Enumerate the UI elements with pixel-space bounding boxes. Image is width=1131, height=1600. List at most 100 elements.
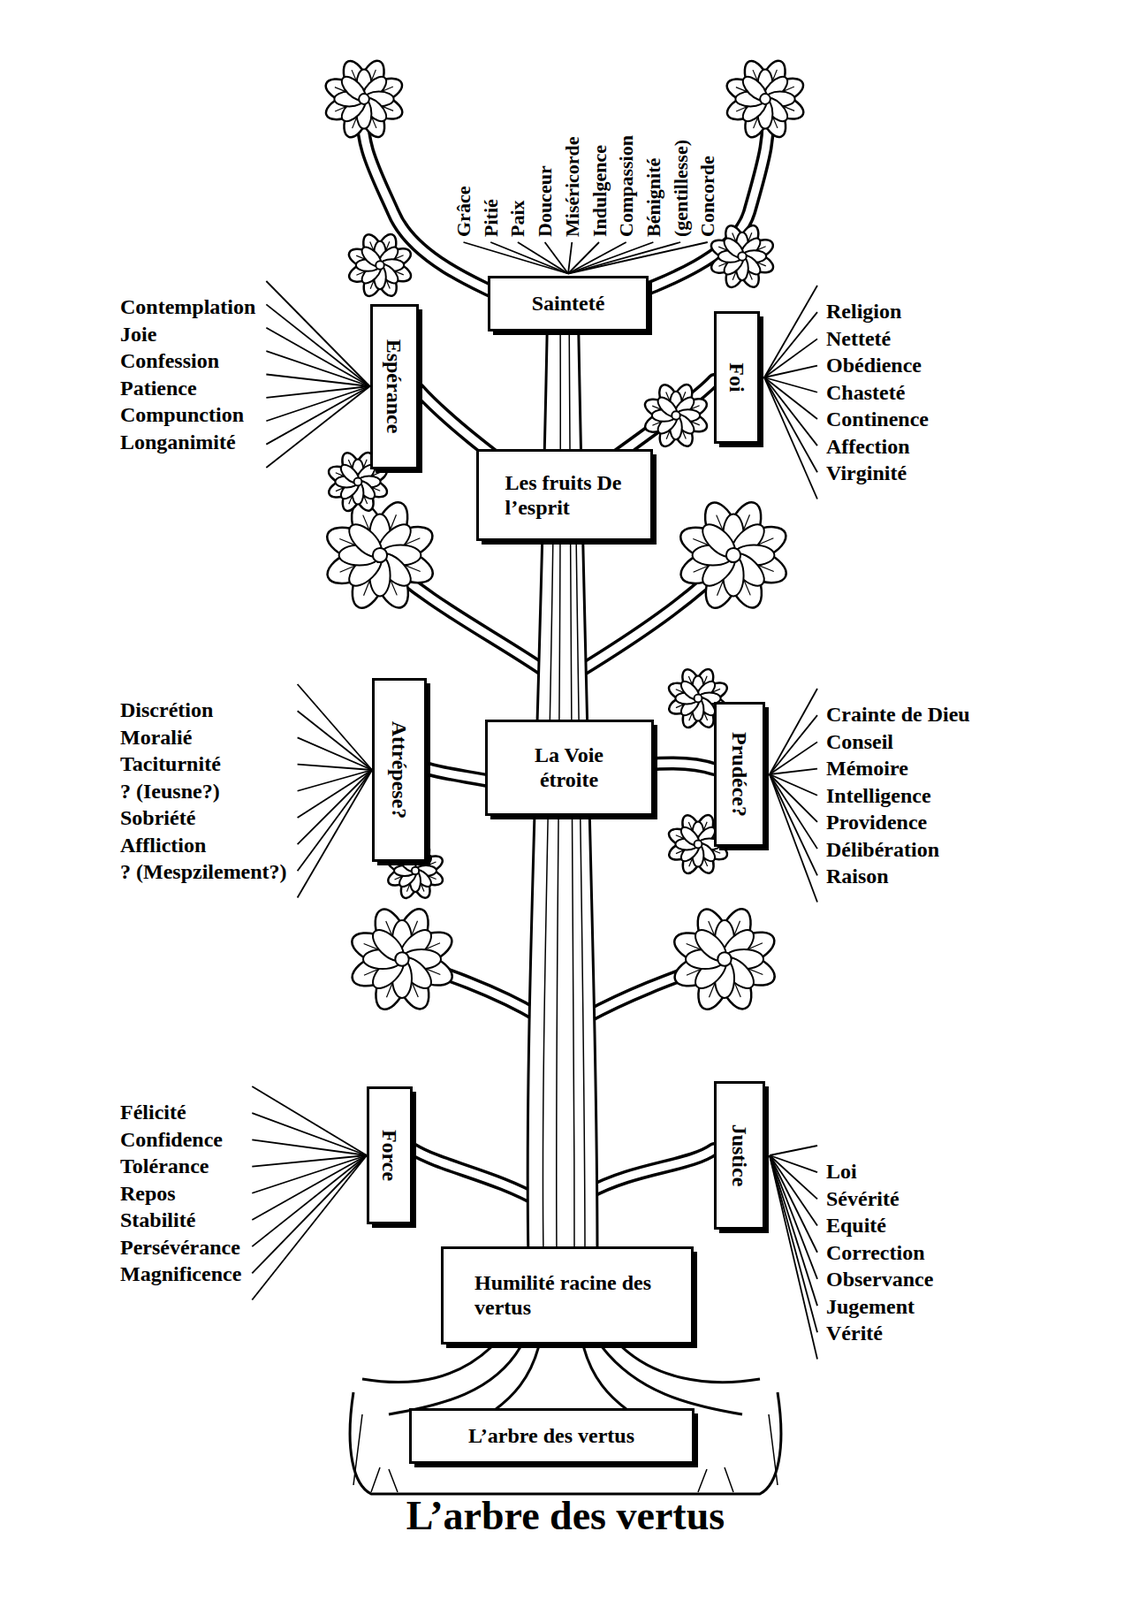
label-text: Correction bbox=[826, 1238, 926, 1266]
label-text: Repos bbox=[120, 1179, 176, 1207]
ray bbox=[764, 377, 818, 500]
label-text: (gentillesse) bbox=[669, 139, 692, 237]
label-text: Obédience bbox=[826, 351, 922, 379]
box-label: L’arbre des vertus bbox=[468, 1422, 635, 1448]
banner-box: Sainteté bbox=[487, 275, 649, 332]
label-text: Virginité bbox=[826, 459, 907, 486]
fruit-word: Pitié bbox=[479, 198, 502, 237]
ray bbox=[265, 386, 370, 445]
banner-box: Attrépese? bbox=[371, 677, 427, 862]
label-text: Patience bbox=[120, 374, 198, 402]
label-text: Confidence bbox=[120, 1125, 223, 1153]
ray bbox=[769, 688, 818, 775]
flower bbox=[322, 57, 406, 141]
label-text: Jugement bbox=[826, 1292, 915, 1320]
ray bbox=[251, 1112, 367, 1155]
label-text: Equité bbox=[826, 1211, 887, 1238]
ray bbox=[251, 1154, 367, 1220]
banner-box: Humilité racine des vertus bbox=[440, 1245, 694, 1344]
flower-heart bbox=[737, 251, 747, 261]
virtue-name: Crainte de Dieu bbox=[826, 700, 971, 728]
ray bbox=[265, 303, 370, 387]
label-text: Compunction bbox=[120, 401, 244, 428]
label-text: Magnificence bbox=[120, 1260, 242, 1287]
ray bbox=[764, 365, 818, 378]
virtue-name: Repos bbox=[120, 1179, 176, 1207]
virtue-name: Contemplation bbox=[120, 293, 256, 320]
fruit-word: Paix bbox=[506, 199, 529, 237]
banner-box: La Voie étroite bbox=[485, 719, 654, 816]
label-text: Paix bbox=[506, 199, 529, 237]
box-label: Les fruits De l’esprit bbox=[505, 470, 625, 520]
label-text: Indulgence bbox=[588, 144, 611, 237]
flower-heart bbox=[717, 951, 731, 965]
virtue-name: Sévérité bbox=[826, 1184, 900, 1212]
ray bbox=[769, 774, 818, 903]
label-text: Observance bbox=[826, 1265, 934, 1292]
flower bbox=[346, 231, 414, 299]
label-text: Stabilité bbox=[120, 1206, 196, 1233]
flower-heart bbox=[375, 260, 385, 270]
virtue-name: Raison bbox=[826, 862, 889, 889]
virtue-name: Confidence bbox=[120, 1125, 223, 1153]
petal bbox=[690, 924, 732, 966]
label-text: Pitié bbox=[479, 198, 502, 237]
flower-heart bbox=[671, 410, 681, 420]
ray bbox=[463, 242, 570, 274]
virtue-name: Providence bbox=[826, 808, 927, 835]
label-text: Affliction bbox=[120, 831, 206, 858]
ray bbox=[297, 769, 372, 871]
label-text: Longanimité bbox=[120, 428, 236, 456]
ray bbox=[568, 242, 627, 274]
label-text: Intelligence bbox=[826, 781, 932, 809]
fruit-word: Bénignité bbox=[642, 158, 665, 237]
flower-heart bbox=[694, 840, 703, 849]
flower-heart bbox=[358, 93, 370, 105]
virtue-name: Vérité bbox=[826, 1319, 883, 1346]
ray bbox=[764, 311, 818, 378]
ray bbox=[769, 1154, 818, 1332]
label-text: Religion bbox=[826, 297, 902, 325]
virtue-name: Stabilité bbox=[120, 1206, 196, 1233]
vertical-label: Espérance bbox=[381, 339, 407, 434]
ray bbox=[769, 1145, 818, 1155]
ray bbox=[251, 1154, 367, 1246]
virtue-name: Taciturnité bbox=[120, 750, 221, 777]
flower bbox=[675, 497, 791, 613]
banner-box: Les fruits De l’esprit bbox=[476, 448, 653, 541]
flower-heart bbox=[394, 951, 409, 965]
flower bbox=[723, 57, 807, 141]
virtue-name: Délibération bbox=[826, 835, 940, 863]
flower bbox=[708, 222, 776, 290]
petal bbox=[343, 518, 388, 562]
label-text: Providence bbox=[826, 808, 927, 835]
virtue-name: Affection bbox=[826, 432, 911, 460]
virtue-name: Obédience bbox=[826, 351, 922, 379]
ray bbox=[568, 242, 681, 274]
flower-heart bbox=[759, 93, 771, 105]
vertical-label: Prudéce? bbox=[727, 731, 752, 817]
flower bbox=[322, 497, 438, 613]
label-text: ? (Ieusne?) bbox=[120, 777, 221, 805]
label-text: Délibération bbox=[826, 835, 940, 863]
flower bbox=[642, 381, 710, 449]
roots bbox=[349, 1343, 782, 1494]
flower-heart bbox=[411, 866, 419, 874]
ray bbox=[251, 1154, 367, 1273]
virtue-name: Tolérance bbox=[120, 1152, 209, 1179]
banner-box: Prudéce? bbox=[713, 701, 766, 847]
ray bbox=[265, 374, 370, 388]
ray bbox=[517, 242, 569, 274]
ray bbox=[297, 710, 372, 770]
ray bbox=[297, 736, 372, 770]
ray bbox=[764, 377, 818, 446]
ray bbox=[545, 242, 569, 274]
ray bbox=[769, 741, 818, 775]
virtue-name: Compunction bbox=[120, 401, 244, 428]
label-text: Miséricorde bbox=[561, 136, 584, 237]
ray bbox=[251, 1138, 367, 1155]
ray bbox=[251, 1154, 367, 1300]
label-text: Conseil bbox=[826, 728, 894, 755]
petal bbox=[337, 461, 362, 486]
